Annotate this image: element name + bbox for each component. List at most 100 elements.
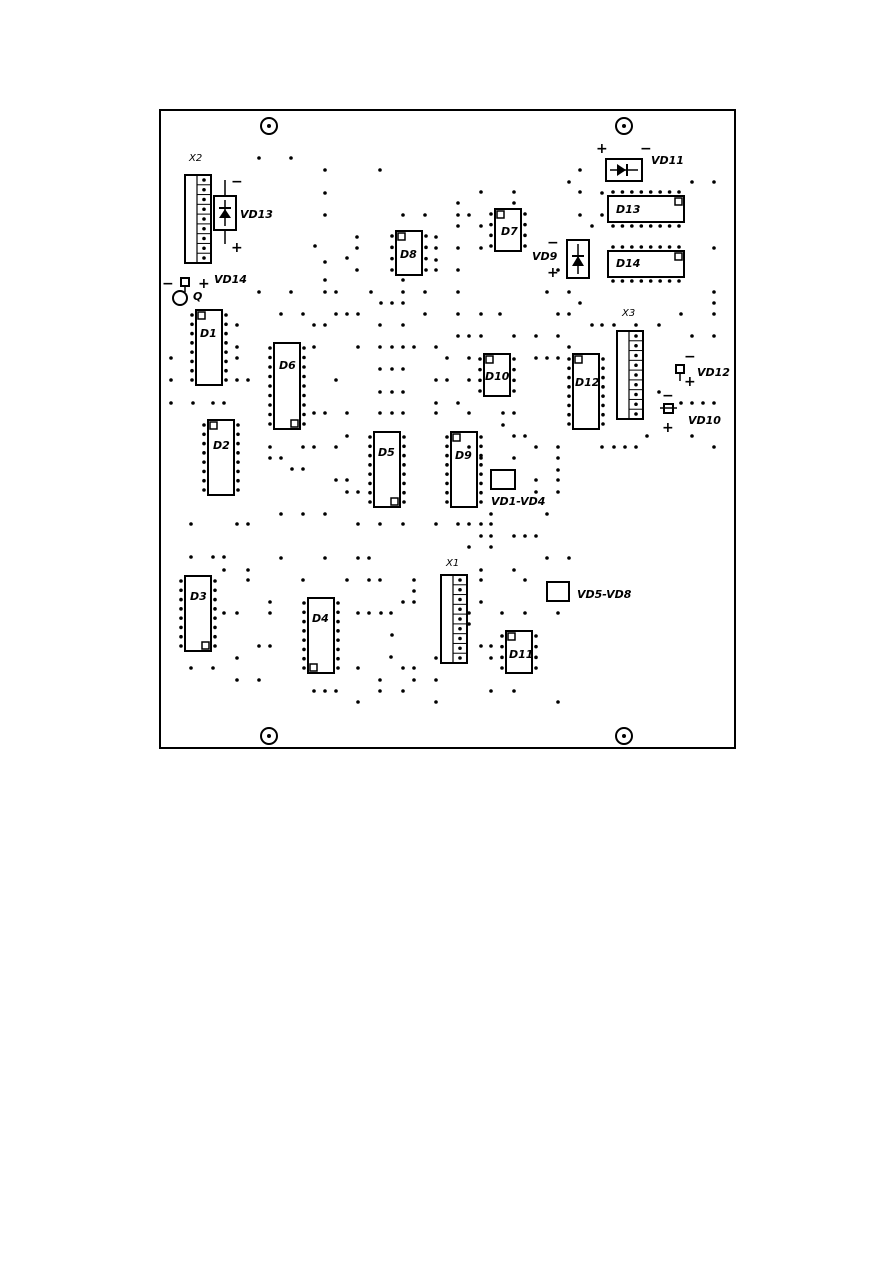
via-pad [423, 290, 427, 294]
via-pad [378, 345, 382, 349]
label-vd13: VD13 [240, 208, 273, 221]
label-d10: D10 [485, 370, 510, 383]
label-d1: D1 [200, 327, 217, 340]
via-pad [401, 301, 405, 305]
ic-d7 [489, 208, 527, 252]
via-pad [489, 522, 493, 526]
via-pad [235, 323, 239, 327]
via-pad [479, 578, 483, 582]
via-pad [323, 260, 327, 264]
via-pad [712, 312, 716, 316]
label-x1: X1 [445, 558, 459, 569]
via-pad [679, 401, 683, 405]
via-pad [301, 512, 305, 516]
via-pad [389, 611, 393, 615]
via-pad [367, 578, 371, 582]
via-pad [479, 534, 483, 538]
via-pad [512, 434, 516, 438]
via-pad [523, 534, 527, 538]
via-pad [334, 445, 338, 449]
via-pad [378, 367, 382, 371]
ic-d8 [390, 230, 428, 276]
via-pad [390, 345, 394, 349]
via-pad [412, 345, 416, 349]
via-pad [222, 611, 226, 615]
via-pad [479, 190, 483, 194]
via-pad [489, 656, 493, 660]
via-pad [356, 700, 360, 704]
via-pad [434, 401, 438, 405]
via-pad [434, 268, 438, 272]
via-pad [323, 323, 327, 327]
via-pad [489, 644, 493, 648]
via-pad [534, 490, 538, 494]
via-pad [456, 312, 460, 316]
via-pad [401, 367, 405, 371]
via-pad [512, 190, 516, 194]
bridge-vd5-vd8 [546, 581, 570, 602]
via-pad [189, 555, 193, 559]
label-d13: D13 [616, 203, 641, 216]
via-pad [600, 213, 604, 217]
via-pad [235, 678, 239, 682]
via-pad [556, 445, 560, 449]
via-pad [189, 522, 193, 526]
via-pad [479, 568, 483, 572]
via-pad [479, 644, 483, 648]
diode-vd11 [605, 158, 643, 182]
via-pad [534, 445, 538, 449]
via-pad [345, 434, 349, 438]
vd9-minus: − [547, 235, 559, 251]
via-pad [578, 301, 582, 305]
via-pad [355, 268, 359, 272]
mounting-hole-top-right [615, 117, 633, 135]
via-pad [578, 213, 582, 217]
via-pad [334, 290, 338, 294]
via-pad [701, 401, 705, 405]
led-vd12 [675, 364, 685, 381]
via-pad [456, 401, 460, 405]
via-pad [489, 689, 493, 693]
via-pad [434, 700, 438, 704]
label-q: Q [193, 290, 202, 303]
via-pad [456, 290, 460, 294]
via-pad [246, 522, 250, 526]
via-pad [567, 180, 571, 184]
via-pad [534, 334, 538, 338]
via-pad [467, 445, 471, 449]
label-x3: X3 [621, 308, 635, 319]
via-pad [334, 478, 338, 482]
via-pad [489, 534, 493, 538]
via-pad [279, 312, 283, 316]
via-pad [712, 180, 716, 184]
ic-d2 [202, 419, 240, 496]
via-pad [500, 611, 504, 615]
mounting-hole-top-left [260, 117, 278, 135]
via-pad [378, 678, 382, 682]
via-pad [279, 512, 283, 516]
via-pad [556, 456, 560, 460]
via-pad [378, 168, 382, 172]
via-pad [313, 244, 317, 248]
via-pad [412, 600, 416, 604]
via-pad [289, 290, 293, 294]
via-pad [434, 678, 438, 682]
via-pad [235, 522, 239, 526]
vd9-plus: + [547, 265, 559, 281]
via-pad [600, 445, 604, 449]
connector-x1 [440, 574, 468, 664]
via-pad [401, 213, 405, 217]
via-pad [401, 411, 405, 415]
via-pad [456, 224, 460, 228]
label-d9: D9 [455, 449, 472, 462]
label-d14: D14 [616, 257, 640, 270]
via-pad [545, 356, 549, 360]
via-pad [345, 256, 349, 260]
via-pad [312, 323, 316, 327]
via-pad [257, 156, 261, 160]
vd11-minus: − [640, 141, 652, 157]
via-pad [169, 356, 173, 360]
via-pad [345, 490, 349, 494]
ic-d10 [478, 353, 516, 397]
